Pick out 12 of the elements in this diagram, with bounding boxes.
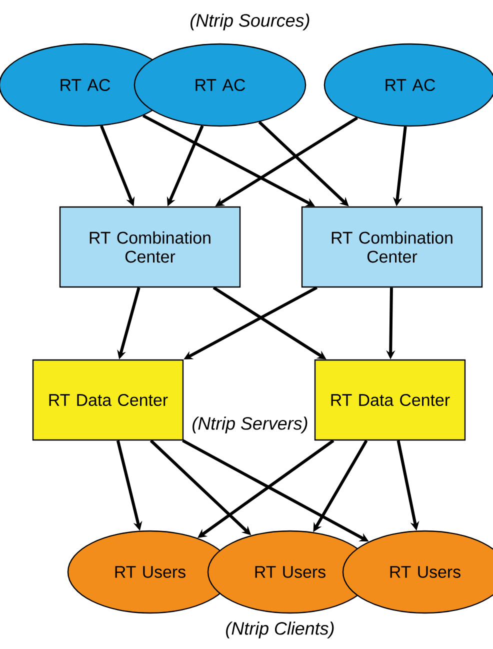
group-label: (Ntrip Clients) <box>226 622 334 638</box>
ellipse-node: RT Users <box>67 530 233 614</box>
ellipse-node: RT AC <box>134 43 306 127</box>
process-box: RT Combination Center <box>301 206 483 288</box>
ellipse-node: RT AC <box>324 43 493 127</box>
node-label: RT Users <box>390 566 460 578</box>
group-label: (Ntrip Sources) <box>190 14 310 30</box>
group-label: (Ntrip Servers) <box>192 416 308 434</box>
process-box: RT Combination Center <box>59 206 241 288</box>
process-box: RT Data Center <box>32 359 184 441</box>
process-box: RT Data Center <box>314 359 466 441</box>
ellipse-node: RT Users <box>342 530 493 614</box>
